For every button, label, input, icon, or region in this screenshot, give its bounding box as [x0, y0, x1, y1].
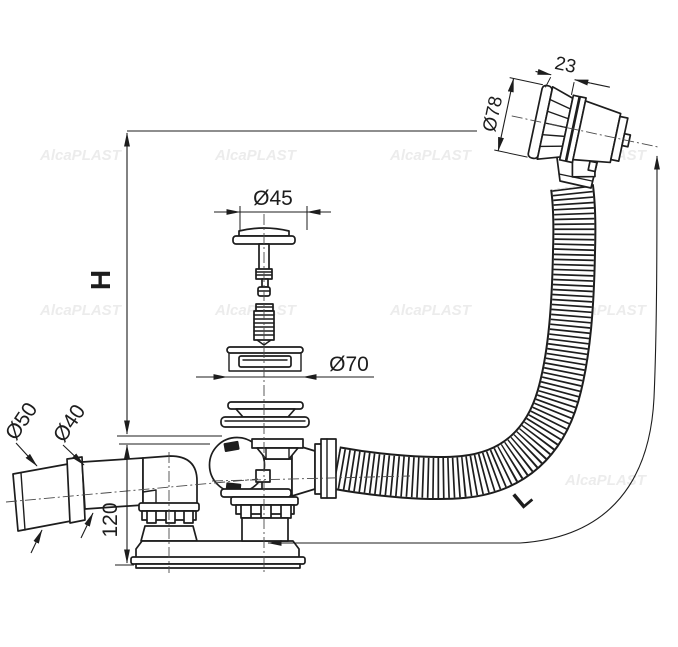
- siphon-nut-top: [230, 496, 299, 506]
- siphon-seal: [220, 488, 292, 498]
- pipe-centerline: [5, 478, 259, 503]
- inlet-funnel-rim: [251, 438, 304, 449]
- dim-120-label: 120: [99, 502, 122, 537]
- flat-gasket: [220, 416, 310, 428]
- drain-base-plate: [135, 563, 301, 569]
- hose-nut: [320, 438, 337, 499]
- dimension-H: H: [85, 130, 477, 437]
- dim-o40-label: Ø40: [49, 400, 90, 446]
- siphon-clip-top: [223, 440, 240, 452]
- svg-text:AlcaPLAST: AlcaPLAST: [214, 147, 298, 164]
- dimension-120: 120: [99, 443, 210, 566]
- cone-gasket: [235, 408, 296, 418]
- svg-text:AlcaPLAST: AlcaPLAST: [39, 302, 123, 319]
- svg-text:AlcaPLAST: AlcaPLAST: [389, 147, 473, 164]
- overflow-screw: [587, 160, 598, 173]
- cone-gasket-rim: [227, 401, 304, 410]
- drain-flange-recess: [238, 355, 292, 368]
- dim-o70-label: Ø70: [329, 353, 369, 376]
- outlet-elbow: [142, 455, 198, 505]
- exploded-plug-parts: [220, 227, 310, 428]
- overflow-head: 23 Ø78: [479, 53, 661, 178]
- dim-L-label: L: [508, 483, 538, 514]
- dim-23-label: 23: [553, 53, 578, 78]
- dim-H-label: H: [85, 270, 116, 290]
- dim-o45-label: Ø45: [253, 187, 293, 210]
- outlet-pipe: [12, 455, 198, 532]
- dimension-o45: Ø45: [214, 187, 331, 230]
- drain-base-flange: [130, 556, 306, 565]
- drain-flange-rim: [226, 346, 304, 354]
- outlet-pipe-o40: [81, 457, 144, 510]
- svg-text:AlcaPLAST: AlcaPLAST: [389, 302, 473, 319]
- siphon-lower-body: [241, 517, 289, 542]
- head-axis-centerline: [511, 115, 661, 148]
- corrugated-hose: [332, 184, 597, 500]
- svg-text:AlcaPLAST: AlcaPLAST: [39, 147, 123, 164]
- dimension-23: 23: [535, 53, 610, 95]
- dim-o50-label: Ø50: [1, 398, 42, 444]
